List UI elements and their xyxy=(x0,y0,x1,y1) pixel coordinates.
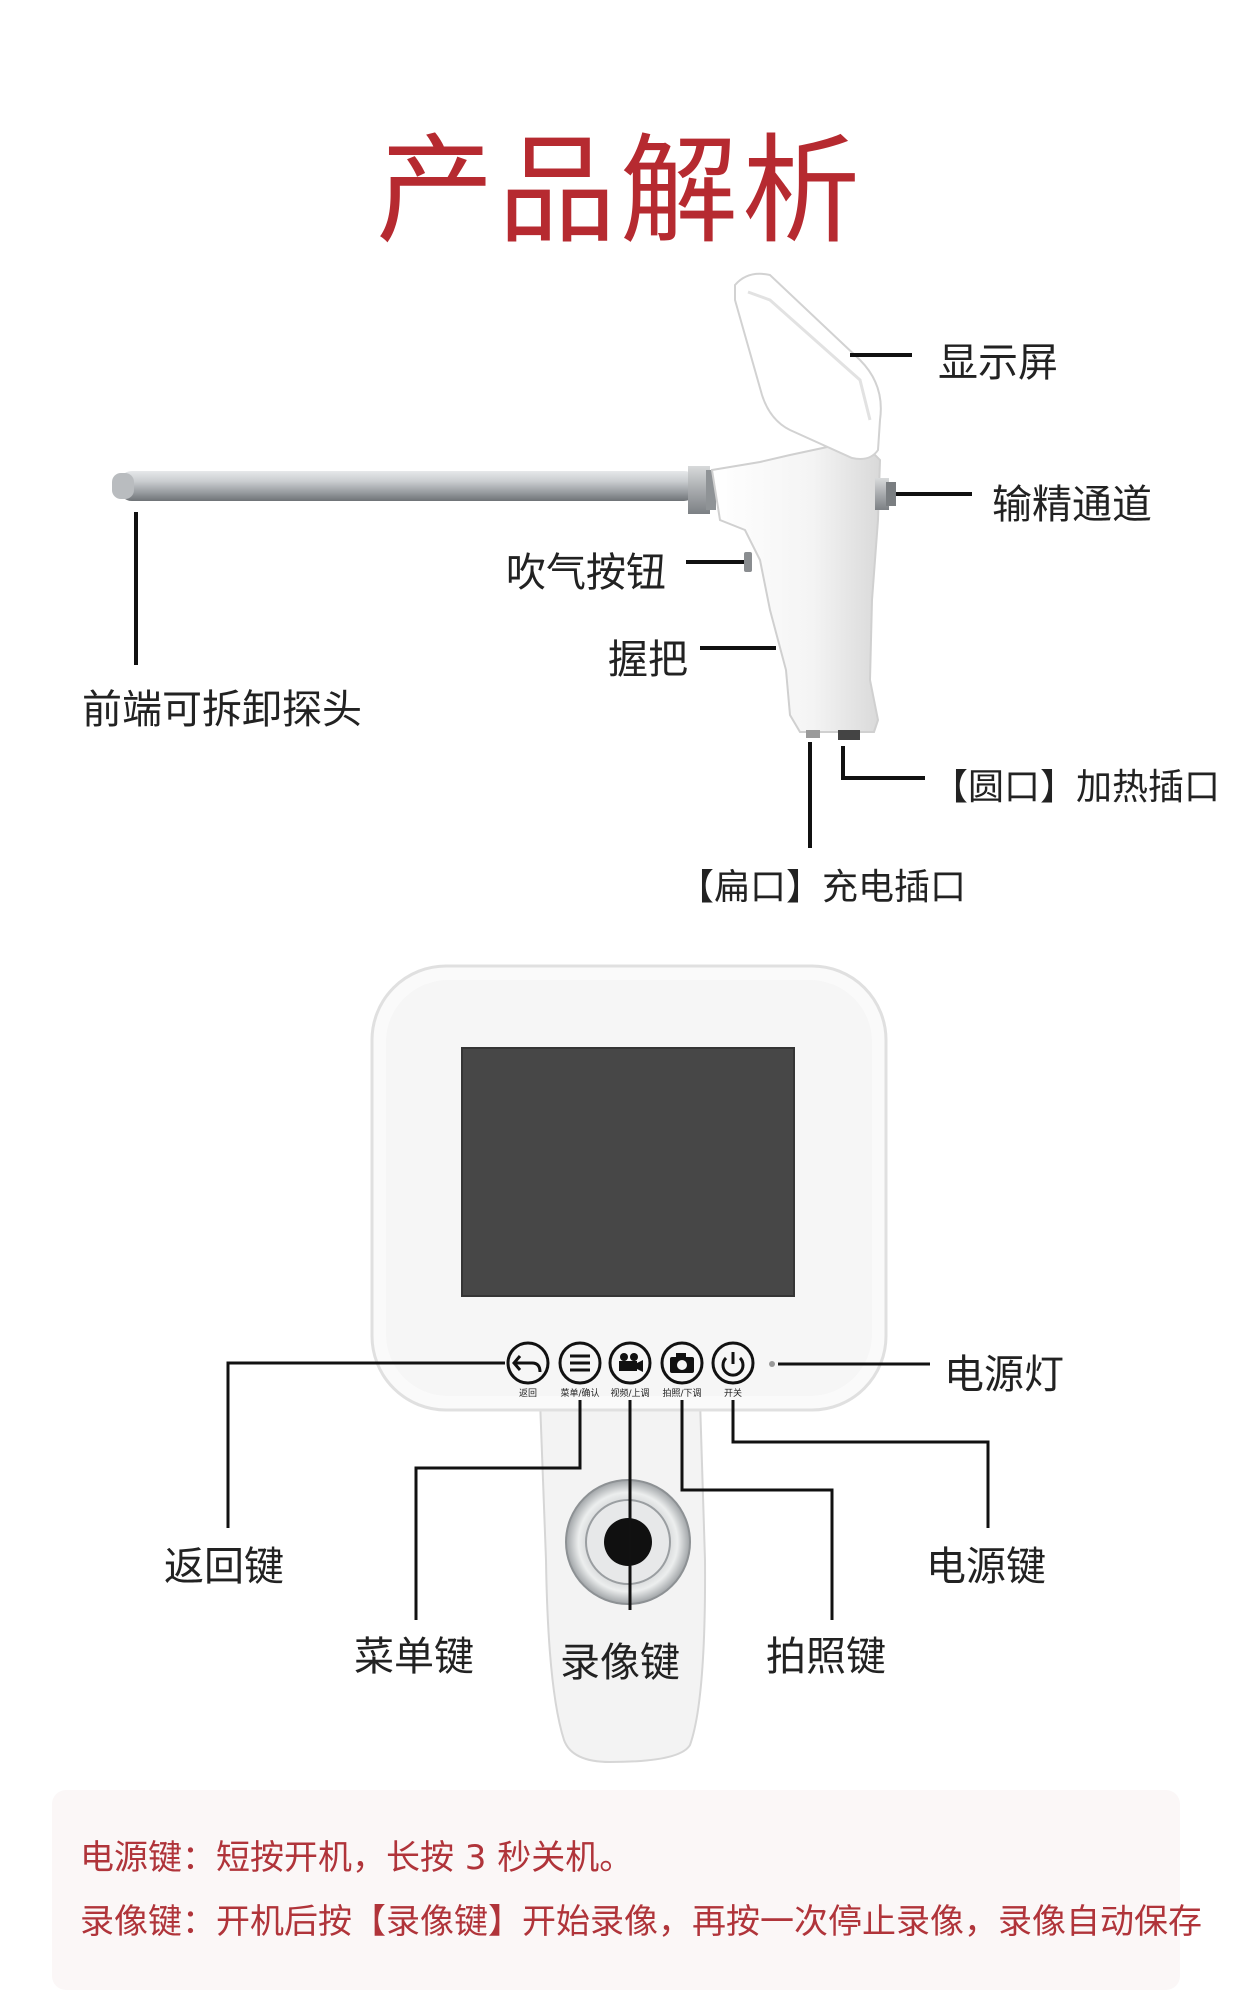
instructions-panel: 电源键：短按开机，长按 3 秒关机。 录像键：开机后按【录像键】开始录像，再按一… xyxy=(52,1790,1202,1990)
label-round-port: 【圆口】加热插口 xyxy=(932,767,1221,808)
label-power-key: 电源键 xyxy=(926,1544,1046,1590)
probe-rod xyxy=(118,471,698,501)
product-illustration: 返回 菜单/确认 视频/上调 拍照/下调 开关 xyxy=(112,272,990,1764)
label-probe: 前端可拆卸探头 xyxy=(82,687,362,733)
front-view-device xyxy=(370,964,888,1764)
camera-icon[interactable] xyxy=(660,1341,704,1385)
note-power-key: 电源键：短按开机，长按 3 秒关机。 xyxy=(80,1838,634,1878)
button-caption: 拍照/下调 xyxy=(662,1387,701,1399)
label-flat-port: 【扁口】充电插口 xyxy=(678,867,967,908)
video-camera-icon[interactable] xyxy=(608,1341,652,1385)
label-display: 显示屏 xyxy=(938,340,1058,386)
control-panel: 返回 菜单/确认 视频/上调 拍照/下调 开关 xyxy=(506,1341,775,1399)
menu-lines-icon[interactable] xyxy=(558,1341,602,1385)
bottom-leader-lines xyxy=(226,1361,990,1620)
button-caption: 返回 xyxy=(519,1387,537,1399)
label-channel: 输精通道 xyxy=(992,482,1152,528)
lcd-screen xyxy=(461,1047,795,1297)
label-record-key: 录像键 xyxy=(560,1640,680,1686)
top-leader-lines xyxy=(134,353,972,848)
button-caption: 开关 xyxy=(724,1387,742,1399)
label-power-light: 电源灯 xyxy=(944,1352,1064,1398)
back-arrow-icon[interactable] xyxy=(506,1341,550,1385)
button-caption: 菜单/确认 xyxy=(560,1387,599,1399)
label-grip: 握把 xyxy=(608,637,688,683)
side-view-device xyxy=(112,272,896,740)
label-menu-key: 菜单键 xyxy=(354,1634,474,1680)
label-back-key: 返回键 xyxy=(164,1544,284,1590)
label-photo-key: 拍照键 xyxy=(766,1634,886,1680)
power-indicator-led xyxy=(769,1361,775,1367)
power-icon[interactable] xyxy=(711,1341,755,1385)
note-record-key: 录像键：开机后按【录像键】开始录像，再按一次停止录像，录像自动保存 xyxy=(80,1902,1202,1942)
page-title: 产品解析 xyxy=(375,122,864,260)
label-air-button: 吹气按钮 xyxy=(506,550,666,596)
button-caption: 视频/上调 xyxy=(610,1387,649,1399)
